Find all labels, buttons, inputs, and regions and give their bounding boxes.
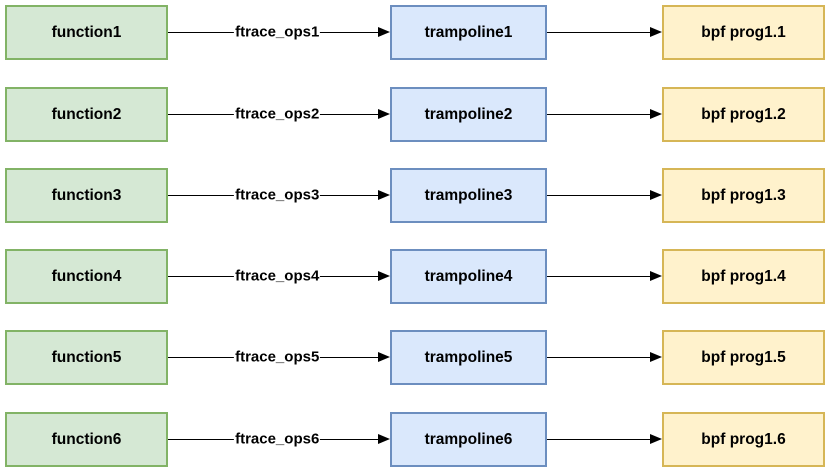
arrowhead-icon [378,26,390,37]
trampoline-to-bpf-arrow [547,108,662,119]
trampoline-label: trampoline1 [424,23,513,41]
bpf-prog-label: bpf prog1.6 [701,430,786,448]
arrowhead-icon [650,270,662,281]
function-label: function4 [51,267,122,285]
arrowhead-icon [378,189,390,200]
ftrace-ops-label: ftrace_ops3 [234,185,321,205]
function-node: function1 [5,5,168,60]
function-node: function5 [5,330,168,385]
bpf-prog-label: bpf prog1.5 [701,348,786,366]
trampoline-label: trampoline6 [424,430,513,448]
trampoline-to-bpf-arrow [547,433,662,444]
trampoline-label: trampoline2 [424,105,513,123]
ftrace-arrow: ftrace_ops1 [168,22,390,42]
arrowhead-icon [378,108,390,119]
function-node: function6 [5,412,168,467]
bpf-prog-node: bpf prog1.2 [662,87,825,142]
function-label: function3 [51,186,122,204]
function-label: function1 [51,23,122,41]
bpf-prog-label: bpf prog1.3 [701,186,786,204]
arrowhead-icon [650,26,662,37]
ftrace-ops-label: ftrace_ops2 [234,104,321,124]
trampoline-node: trampoline2 [390,87,547,142]
bpf-prog-node: bpf prog1.5 [662,330,825,385]
trampoline-to-bpf-arrow [547,189,662,200]
function-label: function6 [51,430,122,448]
trampoline-to-bpf-arrow [547,26,662,37]
arrowhead-icon [650,433,662,444]
arrowhead-icon [378,270,390,281]
flow-row: function4 ftrace_ops4 trampoline4 bpf pr… [0,249,829,304]
flow-row: function6 ftrace_ops6 trampoline6 bpf pr… [0,412,829,467]
arrowhead-icon [378,433,390,444]
ftrace-ops-label: ftrace_ops1 [234,22,321,42]
ftrace-ops-label: ftrace_ops5 [234,347,321,367]
bpf-prog-node: bpf prog1.6 [662,412,825,467]
function-label: function2 [51,105,122,123]
arrowhead-icon [650,351,662,362]
function-label: function5 [51,348,122,366]
trampoline-node: trampoline4 [390,249,547,304]
bpf-prog-node: bpf prog1.1 [662,5,825,60]
trampoline-label: trampoline3 [424,186,513,204]
function-node: function4 [5,249,168,304]
flow-row: function5 ftrace_ops5 trampoline5 bpf pr… [0,330,829,385]
bpf-prog-node: bpf prog1.3 [662,168,825,223]
bpf-prog-label: bpf prog1.4 [701,267,786,285]
trampoline-node: trampoline5 [390,330,547,385]
bpf-prog-node: bpf prog1.4 [662,249,825,304]
ftrace-ops-label: ftrace_ops4 [234,266,321,286]
ftrace-arrow: ftrace_ops6 [168,429,390,449]
arrowhead-icon [378,351,390,362]
trampoline-label: trampoline5 [424,348,513,366]
ftrace-arrow: ftrace_ops3 [168,185,390,205]
arrowhead-icon [650,189,662,200]
function-node: function3 [5,168,168,223]
function-node: function2 [5,87,168,142]
ftrace-ops-label: ftrace_ops6 [234,429,321,449]
flow-row: function3 ftrace_ops3 trampoline3 bpf pr… [0,168,829,223]
ftrace-arrow: ftrace_ops5 [168,347,390,367]
trampoline-node: trampoline6 [390,412,547,467]
ftrace-arrow: ftrace_ops4 [168,266,390,286]
arrowhead-icon [650,108,662,119]
bpf-prog-label: bpf prog1.1 [701,23,786,41]
flow-row: function2 ftrace_ops2 trampoline2 bpf pr… [0,87,829,142]
ftrace-arrow: ftrace_ops2 [168,104,390,124]
trampoline-node: trampoline3 [390,168,547,223]
bpf-prog-label: bpf prog1.2 [701,105,786,123]
trampoline-node: trampoline1 [390,5,547,60]
trampoline-to-bpf-arrow [547,270,662,281]
trampoline-label: trampoline4 [424,267,513,285]
flow-row: function1 ftrace_ops1 trampoline1 bpf pr… [0,5,829,60]
trampoline-to-bpf-arrow [547,351,662,362]
